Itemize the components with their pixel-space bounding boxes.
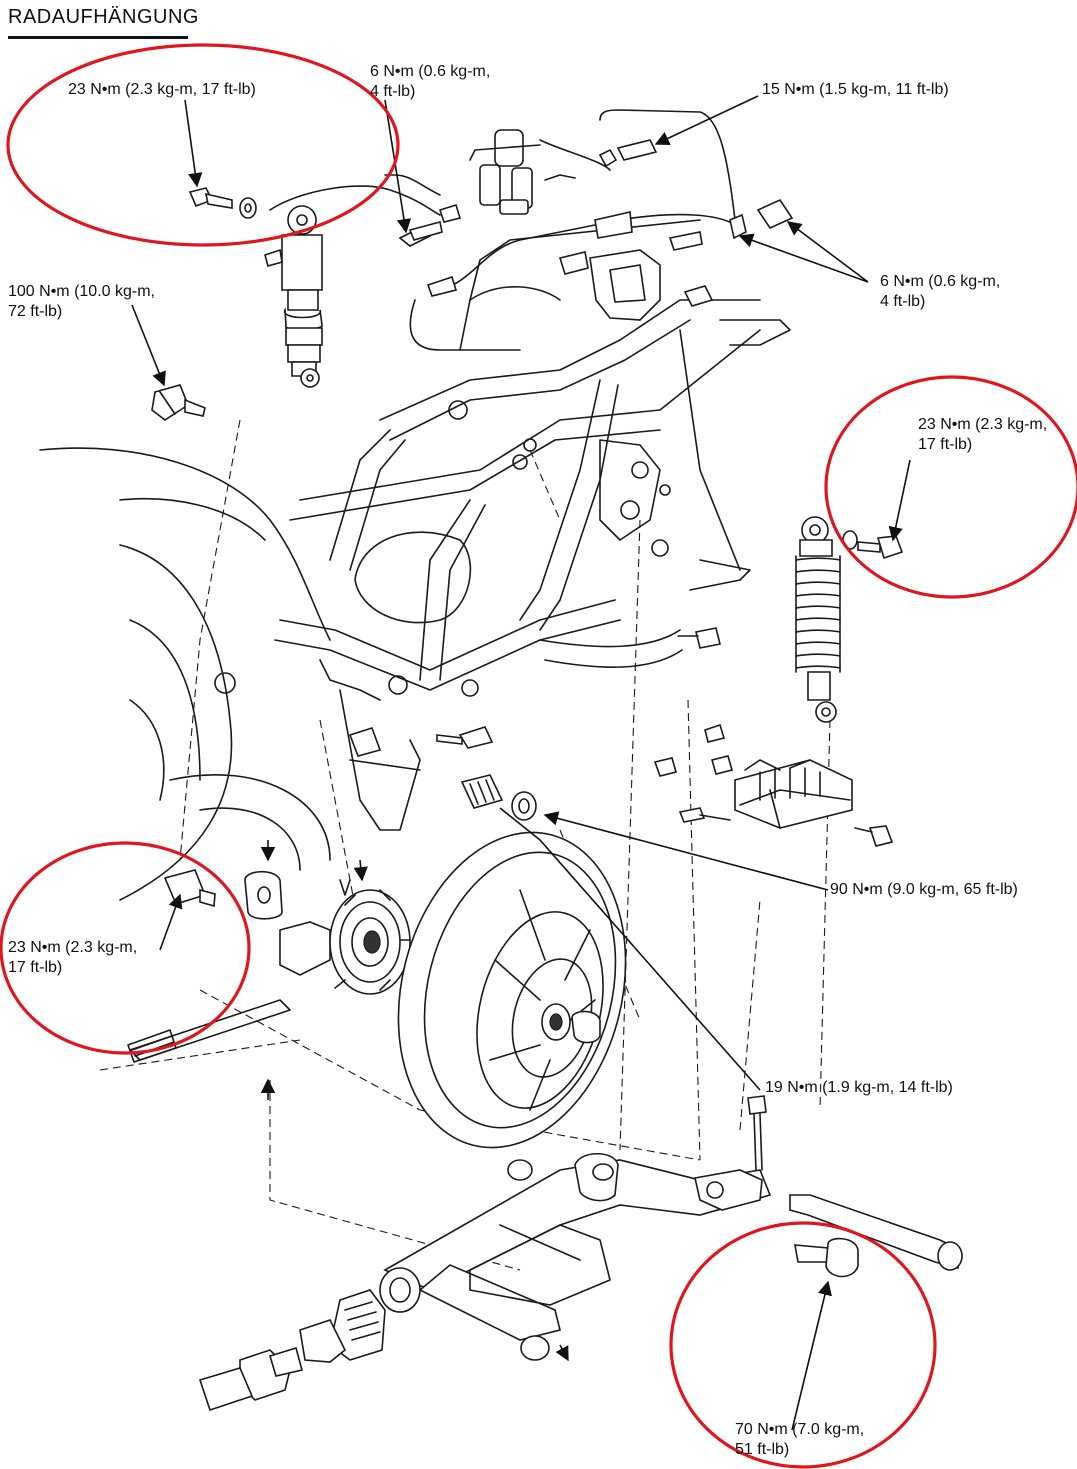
torque-label-fittings-right: 6 N•m (0.6 kg-m, 4 ft-lb) — [880, 273, 1001, 310]
rear-fender — [39, 447, 331, 901]
torque-label-axle-nut: 90 N•m (9.0 kg-m, 65 ft-lb) — [830, 881, 1018, 898]
page-title: RADAUFHÄNGUNG — [8, 6, 199, 28]
final-drive — [127, 869, 411, 1063]
shock-top-bolt — [188, 187, 257, 219]
brake-lines — [269, 109, 794, 351]
torque-label-pivot-left: 100 N•m (10.0 kg-m, 72 ft-lb) — [8, 283, 155, 320]
universal-joint — [198, 1289, 386, 1412]
rear-wheel — [397, 831, 627, 1149]
middle-hardware — [319, 627, 721, 831]
left-shock-absorber — [264, 205, 323, 388]
torque-label-pivot-bolt: 70 N•m (7.0 kg-m, 51 ft-lb) — [735, 1421, 865, 1458]
torque-label-shock-top-left: 23 N•m (2.3 kg-m, 17 ft-lb) — [68, 81, 256, 98]
torque-label-final-drive: 23 N•m (2.3 kg-m, 17 ft-lb) — [8, 939, 138, 976]
regulator-rectifier — [653, 723, 894, 847]
swing-arm — [379, 1095, 772, 1361]
torque-label-valve-line: 6 N•m (0.6 kg-m, 4 ft-lb) — [370, 63, 491, 100]
torque-label-hose-fitting: 15 N•m (1.5 kg-m, 11 ft-lb) — [762, 81, 949, 98]
red-highlight-circles — [0, 43, 1077, 1469]
right-shock-absorber — [795, 516, 904, 723]
swing-arm-pivot — [789, 1194, 963, 1278]
frame — [274, 219, 761, 697]
title-underline — [8, 36, 188, 39]
torque-label-swingarm-bolt: 19 N•m (1.9 kg-m, 14 ft-lb) — [765, 1079, 953, 1096]
torque-label-shock-right: 23 N•m (2.3 kg-m, 17 ft-lb) — [918, 416, 1048, 453]
pivot-bushing — [151, 384, 206, 421]
leader-lines — [131, 95, 911, 1431]
